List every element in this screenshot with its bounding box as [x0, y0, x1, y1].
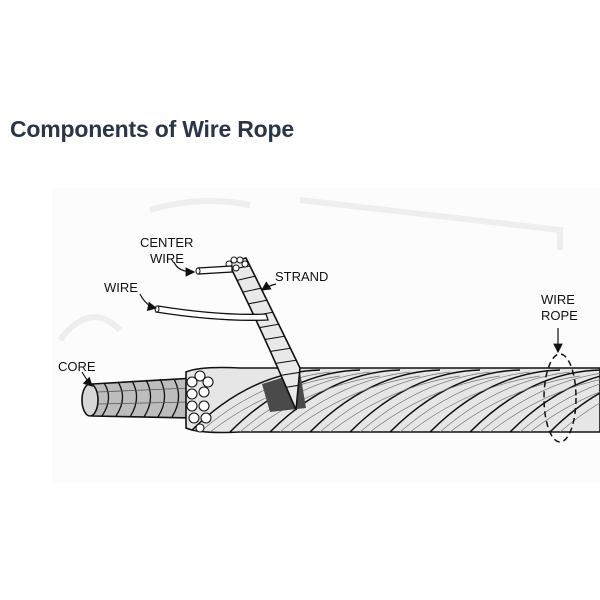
page-title: Components of Wire Rope [10, 116, 294, 142]
label-wire: WIRE [104, 280, 138, 295]
leader-arrows [81, 261, 563, 387]
background-faint-shapes [57, 197, 563, 342]
core [81, 377, 197, 419]
label-core: CORE [58, 359, 96, 374]
rope-wire-hatching [199, 371, 600, 433]
label-center-wire-line1: CENTER [140, 235, 193, 250]
wire-rope-section-indicator [543, 353, 577, 443]
label-wire-rope-line1: WIRE [541, 292, 575, 307]
wire-rope-body [185, 366, 600, 434]
center-wire [195, 265, 233, 275]
diagram-background [52, 188, 600, 483]
strand-end-wires [225, 256, 249, 272]
label-wire-rope-line2: ROPE [541, 308, 578, 323]
rope-end-cross-section [186, 370, 214, 433]
label-center-wire-line2: WIRE [150, 251, 184, 266]
rope-strand-helix [189, 369, 600, 433]
label-strand: STRAND [275, 269, 328, 284]
